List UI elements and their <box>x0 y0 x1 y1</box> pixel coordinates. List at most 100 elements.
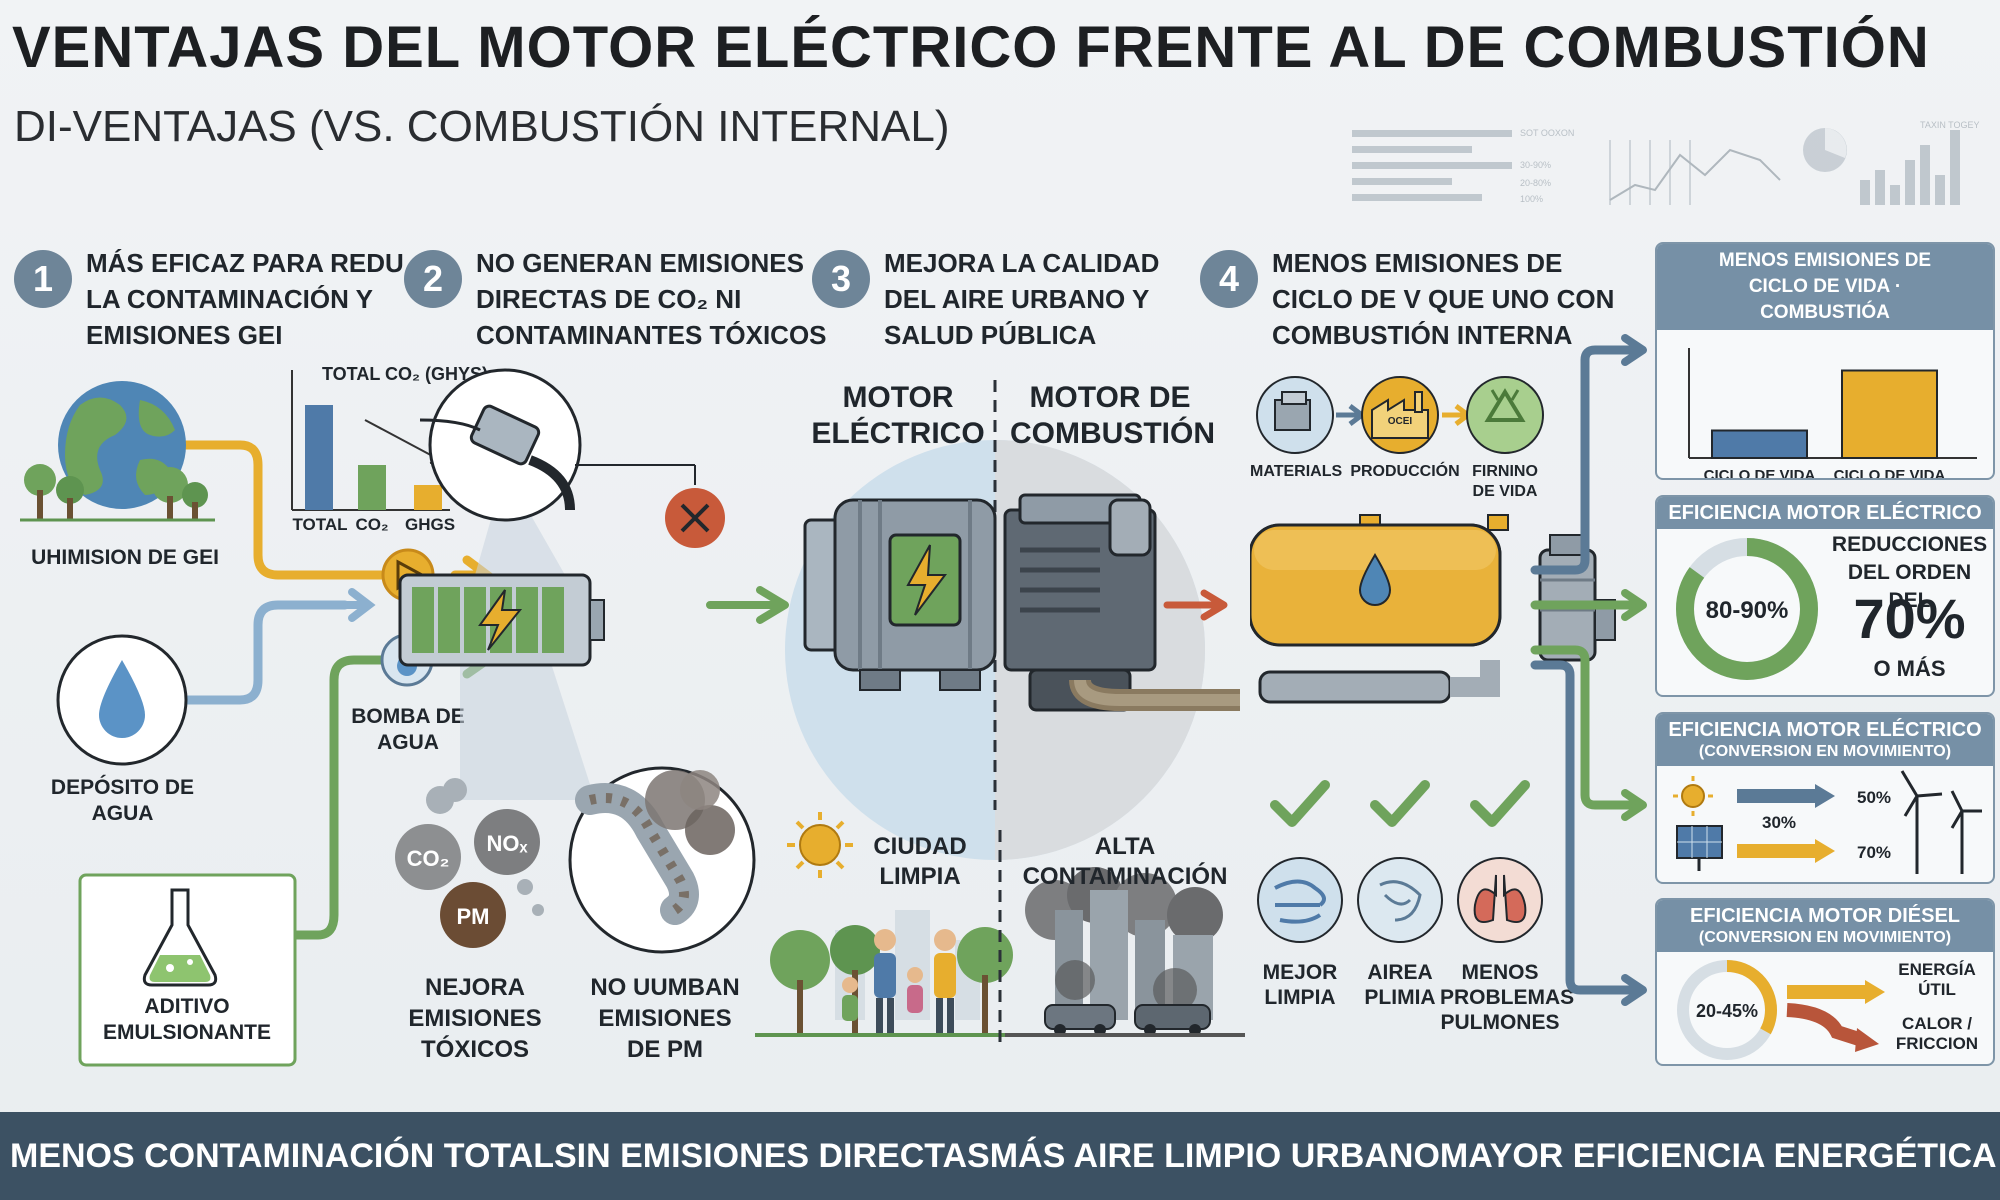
solar-panel-icon <box>1676 825 1723 871</box>
stage-end-of-life: FIRNINO DE VIDA <box>1472 463 1538 500</box>
water-drop-icon <box>56 634 188 766</box>
panel-efficiency-title: EFICIENCIA MOTOR ELÉCTRICO <box>1657 497 1993 529</box>
electric-motor-label: MOTOR ELÉCTRICO <box>811 381 985 450</box>
reduction-suffix: O MÁS <box>1873 656 1946 681</box>
step-2-number: 2 <box>404 250 462 308</box>
sun-icon <box>787 812 853 878</box>
footer-item-4: MAYOR EFICIENCIA ENERGÉTICA <box>1439 1136 1997 1175</box>
sun-small-icon <box>1673 776 1713 816</box>
panel-connector-arrows <box>1530 334 1647 1006</box>
step-3-text: MEJORA LA CALIDAD DEL AIRE URBANO Y SALU… <box>884 248 1160 350</box>
deco-label-3: 20-80% <box>1520 178 1551 188</box>
panel-diesel-subtitle: (CONVERSION EN MOVIMIENTO) <box>1698 929 1952 946</box>
fuel-tank-icon <box>1250 514 1509 647</box>
conversion-value-bottom: 70% <box>1857 843 1891 862</box>
arrowhead-blue <box>341 588 376 622</box>
panel-conversion-subtitle: (CONVERSION EN MOVIMIENTO) <box>1698 743 1952 760</box>
battery-icon <box>398 573 605 667</box>
step-4-number: 4 <box>1200 250 1258 308</box>
mini-chart-cat-ghg: GHGs <box>404 515 456 534</box>
combustion-engine-icon <box>1003 493 1240 712</box>
diesel-arrow-loss <box>1786 1003 1865 1047</box>
efficiency-ring-label: 80-90% <box>1706 597 1789 624</box>
pollutant-bubbles <box>395 778 544 948</box>
panel-lifecycle-title: MENOS EMISIONES DE CICLO DE VIDA · COMBU… <box>1657 244 1993 330</box>
arrow-materials-production <box>1336 404 1367 426</box>
panel-conversion-header: EFICIENCIA MOTOR ELÉCTRICO (CONVERSION E… <box>1657 714 1993 766</box>
panel-diesel-header: EFICIENCIA MOTOR DIÉSEL (CONVERSION EN M… <box>1657 900 1993 952</box>
panel-conversion: EFICIENCIA MOTOR ELÉCTRICO (CONVERSION E… <box>1655 712 1995 884</box>
panel-lifecycle: MENOS EMISIONES DE CICLO DE VIDA · COMBU… <box>1655 242 1995 480</box>
materials-icon <box>1256 376 1334 454</box>
efficiency-ring: 80-90% <box>1676 538 1818 680</box>
panel-conversion-title: EFICIENCIA MOTOR ELÉCTRICO <box>1668 719 1982 741</box>
additive-label: ADITIVO EMULSIONANTE <box>103 995 271 1044</box>
gei-emission-label: UHIMISION DE GEI <box>31 546 219 569</box>
step-2-text: NO GENERAN EMISIONES DIRECTAS DE CO₂ NI … <box>476 248 827 350</box>
diesel-ring-fill <box>1677 960 1777 1060</box>
conversion-value-mid: 30% <box>1762 813 1796 832</box>
panel-diesel-title: EFICIENCIA MOTOR DIÉSEL <box>1689 905 1961 927</box>
engine-comparison-graphics <box>785 380 1240 860</box>
pollutant-co2: CO₂ <box>407 846 450 871</box>
deco-vbar-chart: TAXIN TOGEY <box>1860 120 1980 205</box>
diesel-useful-label: ENERGÍA ÚTIL <box>1898 960 1976 999</box>
clean-city-icon <box>755 910 1013 1037</box>
conversion-graphic: 50% 30% 70% <box>1673 770 1982 874</box>
exhaust-pipe-icon <box>568 766 756 954</box>
health-air: AIREA PLIMIA <box>1364 961 1436 1009</box>
pollutant-pm: PM <box>457 904 490 929</box>
factory-sign: OCEI <box>1388 416 1413 427</box>
additive-box <box>78 873 297 1067</box>
pollutant-nox: NOₓ <box>486 831 528 856</box>
arrow-production-endlife <box>1442 404 1473 426</box>
conversion-arrowhead-blue <box>1815 784 1835 808</box>
decorative-charts: SOT OOXON 30-90% 20-80% 100% TAXIN TOGEY <box>1352 120 1980 205</box>
fresh-air-icon <box>1357 857 1443 943</box>
panel-efficiency-electric: EFICIENCIA MOTOR ELÉCTRICO 80-90% REDUCC… <box>1655 495 1995 697</box>
diesel-arrowhead-loss <box>1855 1028 1879 1052</box>
reduction-text: REDUCCIONES DEL ORDEN DEL <box>1831 533 1988 612</box>
lifecycle-bar-chart: CICLO DE VIDAELECTRICOCICLO DE VIDACOMBU… <box>1688 348 1977 480</box>
diesel-graphic: 20-45% <box>1677 960 1885 1060</box>
pm-emissions-label: NO UUMBAN EMISIONES DE PM <box>590 974 740 1063</box>
water-tank-label: DEPÓSITO DE AGUA <box>50 776 195 825</box>
lifecycle-graphics: OCEI <box>1250 376 1616 662</box>
stage-production: PRODUCCIÓN <box>1350 463 1460 480</box>
diesel-arrowhead-useful <box>1865 980 1885 1004</box>
city-scenes <box>755 812 1245 1050</box>
mini-chart-cat-total: TOTAL <box>292 515 348 534</box>
conversion-arrowhead-orange <box>1815 839 1835 863</box>
checkmark-icons <box>1270 780 1530 827</box>
clean-air-icon <box>1257 857 1343 943</box>
step-3-number: 3 <box>812 250 870 308</box>
efficiency-ring-fill <box>1676 538 1818 680</box>
mini-bar-co2 <box>358 465 386 510</box>
lifecycle-bar-label-0-0: CICLO DE VIDA <box>1704 467 1816 480</box>
mini-bar-total <box>305 405 333 510</box>
deco-hbar-chart: SOT OOXON 30-90% 20-80% 100% <box>1352 128 1574 204</box>
deco-label-1: SOT OOXON <box>1520 128 1574 138</box>
lungs-icon <box>1457 857 1543 943</box>
health-clean: MEJOR LIMPIA <box>1262 961 1338 1009</box>
step-1-text: MÁS EFICAZ PARA REDU LA CONTAMINACIÓN Y … <box>86 248 404 350</box>
deco-label-4: 100% <box>1520 194 1543 204</box>
exhaust-pipe-link <box>1258 660 1500 704</box>
step-1-number: 1 <box>14 250 72 308</box>
step-4-text: MENOS EMISIONES DE CICLO DE V QUE UNO CO… <box>1272 248 1615 350</box>
clean-city-label: CIUDAD LIMPIA <box>873 833 967 890</box>
lifecycle-bar-0 <box>1711 429 1808 459</box>
lifecycle-bar-label-1-0: CICLO DE VIDA <box>1834 467 1946 480</box>
diesel-ring-label: 20-45% <box>1696 1001 1758 1021</box>
footer-item-3: MÁS AIRE LIMPIO URBANO <box>989 1136 1440 1175</box>
mini-chart-title: TOTAL CO₂ (GHYS) <box>322 364 488 384</box>
polluted-city-label: ALTA CONTAMINACIÓN <box>1022 833 1228 890</box>
conversion-value-top: 50% <box>1857 788 1891 807</box>
toxic-emissions-label: NEJORA EMISIONES TÓXICOS <box>408 974 542 1063</box>
health-graphics <box>1257 780 1543 943</box>
footer-item-2: SIN EMISIONES DIRECTAS <box>553 1136 990 1175</box>
deco-label-2: 30-90% <box>1520 160 1551 170</box>
reduction-value: 70% <box>1853 587 1966 650</box>
mini-bar-ghg <box>414 485 442 510</box>
electric-motor-icon <box>803 498 997 691</box>
